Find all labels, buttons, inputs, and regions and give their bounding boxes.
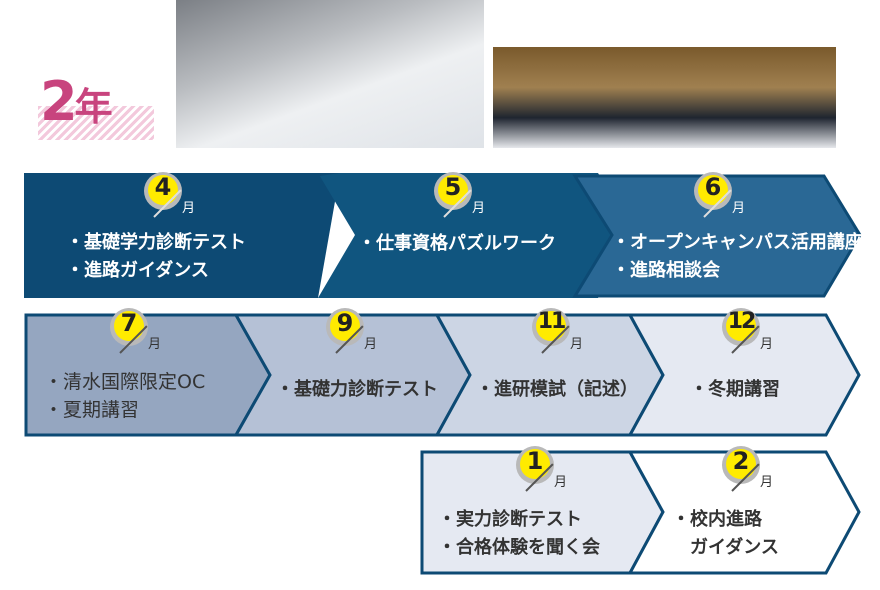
schedule-item: ・夏期講習 [44,399,140,421]
month-number: 9 [336,309,354,337]
seminar-photo [493,47,836,148]
schedule-item: ・合格体験を聞く会 [438,537,600,558]
schedule-item: ・オープンキャンパス活用講座 [612,232,863,253]
schedule-item: ・校内進路 [672,509,762,530]
items-sep: ・基礎力診断テスト [276,376,438,404]
month-number: 11 [537,309,567,334]
badge-circle [698,175,728,205]
month-number: 5 [444,173,462,201]
month-unit: 月 [760,337,774,352]
badge-circle [438,175,468,205]
grade-stripe [38,106,154,140]
month-unit: 月 [148,337,162,352]
items-jan: ・実力診断テスト・合格体験を聞く会 [438,506,600,562]
grade-number: 2 [40,70,78,133]
schedule-item: ・仕事資格パズルワーク [358,233,556,254]
students-photo [176,0,484,148]
badge-circle [536,311,566,341]
badge-circle [148,175,178,205]
schedule-item: ・進研模試（記述） [476,379,638,400]
month-unit: 月 [760,475,774,490]
month-number: 12 [727,309,757,334]
month-unit: 月 [472,201,486,216]
schedule-item: ガイダンス [672,537,779,558]
arrow-feb [627,450,861,575]
month-number: 1 [526,447,544,475]
month-unit: 月 [732,201,746,216]
schedule-item: ・進路相談会 [612,260,720,281]
arrow-apr [24,173,340,298]
items-feb: ・校内進路 ガイダンス [672,506,779,562]
badge-circle [520,449,550,479]
schedule-item: ・基礎学力診断テスト [66,232,246,253]
month-number: 2 [732,447,750,475]
month-unit: 月 [364,337,378,352]
arrow-dec [627,313,861,437]
month-number: 7 [120,309,138,337]
month-number: 4 [154,173,172,201]
arrow-jun [572,174,862,298]
items-nov: ・進研模試（記述） [476,376,638,404]
grade-unit: 年 [74,85,113,129]
items-may: ・仕事資格パズルワーク [358,230,556,258]
schedule-item: ・清水国際限定OC [44,371,206,393]
badge-circle [330,311,360,341]
items-apr: ・基礎学力診断テスト・進路ガイダンス [66,229,246,285]
items-jul: ・清水国際限定OC ・夏期講習 [44,368,205,424]
month-number: 6 [704,173,722,201]
month-unit: 月 [554,475,568,490]
badge-circle [726,311,756,341]
schedule-item: ・実力診断テスト [438,509,582,530]
badge-circle [114,311,144,341]
items-jun: ・オープンキャンパス活用講座・進路相談会 [612,229,863,285]
month-unit: 月 [570,337,584,352]
schedule-item: ・冬期講習 [690,379,780,400]
grade-label: 2年 [38,62,156,142]
month-unit: 月 [182,201,196,216]
items-dec: ・冬期講習 [690,376,780,404]
schedule-item: ・進路ガイダンス [66,260,209,281]
schedule-item: ・基礎力診断テスト [276,379,438,400]
arrow-may [318,173,638,298]
badge-circle [726,449,756,479]
